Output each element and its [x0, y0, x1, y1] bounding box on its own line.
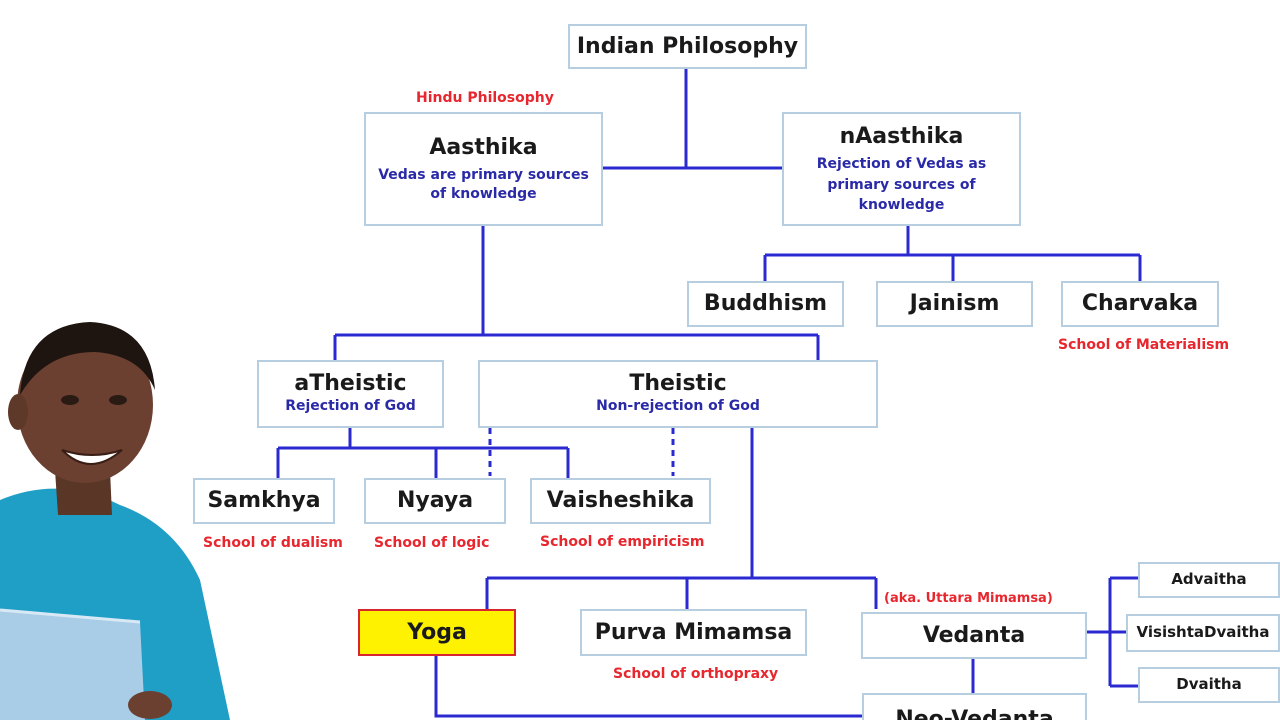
dvaitha-title: Dvaitha — [1176, 675, 1242, 694]
advaitha-title: Advaitha — [1171, 570, 1247, 589]
naasthika-sub-line3: knowledge — [858, 196, 945, 213]
root-node: Indian Philosophy — [568, 24, 807, 69]
naasthika-node: nAasthika Rejection of Vedas as primary … — [782, 112, 1021, 226]
vaisheshika-title: Vaisheshika — [546, 488, 695, 514]
visishtadvaitha-title: VisishtaDvaitha — [1136, 623, 1270, 642]
purva-mimamsa-title: Purva Mimamsa — [594, 619, 793, 645]
vedanta-title: Vedanta — [922, 622, 1026, 648]
purva-mimamsa-note: School of orthopraxy — [613, 666, 779, 682]
neo-vedanta-title: Neo-Vedanta — [895, 707, 1054, 720]
yoga-node: Yoga — [358, 609, 516, 656]
charvaka-title: Charvaka — [1081, 291, 1199, 317]
charvaka-node: Charvaka — [1061, 281, 1219, 327]
aasthika-node: Aasthika Vedas are primary sources of kn… — [364, 112, 603, 226]
student-illustration — [0, 322, 230, 720]
advaitha-node: Advaitha — [1138, 562, 1280, 598]
vaisheshika-note: School of empiricism — [540, 534, 705, 550]
theistic-node: Theistic Non-rejection of God — [478, 360, 878, 428]
charvaka-note: School of Materialism — [1058, 337, 1230, 353]
nyaya-node: Nyaya — [364, 478, 506, 524]
jainism-title: Jainism — [909, 291, 1000, 317]
atheistic-node: aTheistic Rejection of God — [257, 360, 444, 428]
jainism-node: Jainism — [876, 281, 1033, 327]
root-title: Indian Philosophy — [576, 33, 799, 59]
vaisheshika-node: Vaisheshika — [530, 478, 711, 524]
aasthika-title: Aasthika — [429, 135, 538, 161]
naasthika-title: nAasthika — [839, 124, 964, 150]
nyaya-note: School of logic — [374, 535, 490, 551]
naasthika-sub-line1: Rejection of Vedas as — [816, 155, 987, 172]
yoga-title: Yoga — [407, 619, 467, 645]
aasthika-sub-line1: Vedas are primary sources — [378, 166, 589, 183]
theistic-sub: Non-rejection of God — [596, 398, 760, 415]
samkhya-title: Samkhya — [207, 488, 321, 514]
samkhya-node: Samkhya — [193, 478, 335, 524]
nyaya-title: Nyaya — [396, 488, 474, 514]
aasthika-sub-line2: of knowledge — [430, 185, 537, 202]
purva-mimamsa-node: Purva Mimamsa — [580, 609, 807, 656]
vedanta-tag: (aka. Uttara Mimamsa) — [884, 591, 1053, 606]
vedanta-node: Vedanta — [861, 612, 1087, 659]
naasthika-sub-line2: primary sources of — [827, 176, 976, 193]
visishtadvaitha-node: VisishtaDvaitha — [1126, 614, 1280, 652]
aasthika-tag: Hindu Philosophy — [416, 90, 554, 106]
samkhya-note: School of dualism — [203, 535, 343, 551]
atheistic-title: aTheistic — [294, 370, 407, 396]
theistic-title: Theistic — [629, 370, 727, 396]
buddhism-node: Buddhism — [687, 281, 844, 327]
atheistic-sub: Rejection of God — [285, 398, 416, 415]
neo-vedanta-node: Neo-Vedanta — [862, 693, 1087, 720]
dvaitha-node: Dvaitha — [1138, 667, 1280, 703]
buddhism-title: Buddhism — [703, 291, 828, 317]
